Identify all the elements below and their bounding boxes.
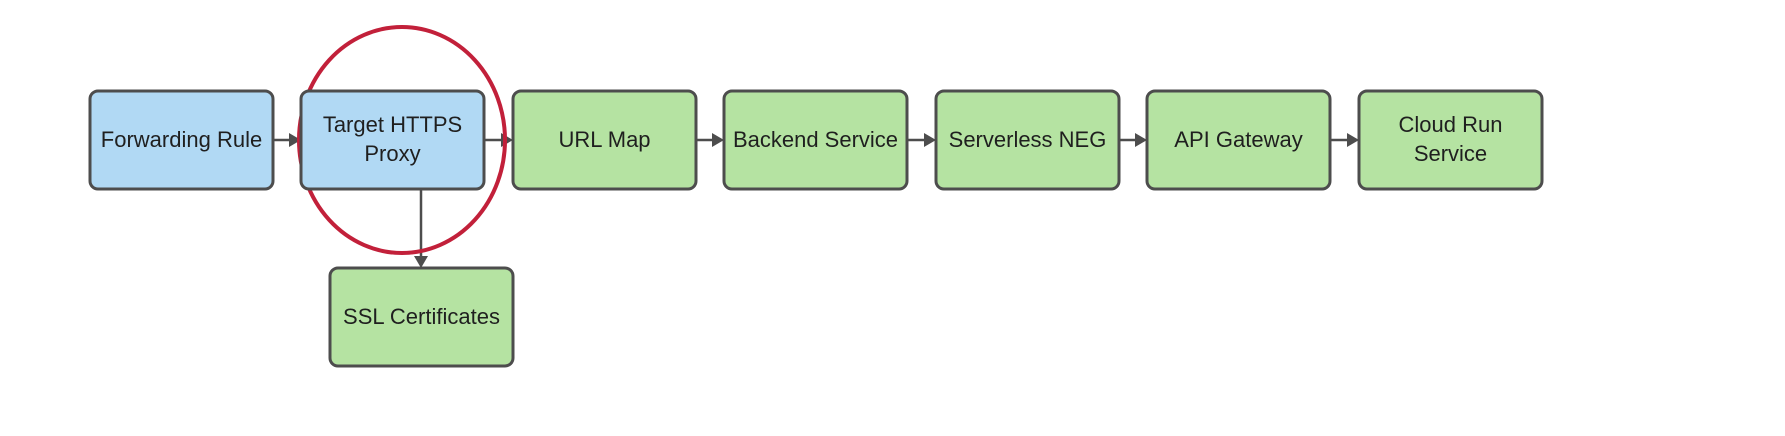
node-target-https-proxy-shape[interactable] [299, 89, 486, 191]
red-circle-annotation-icon [297, 25, 507, 255]
node-forwarding-rule[interactable]: Forwarding Rule [88, 89, 275, 191]
node-backend-service[interactable]: Backend Service [722, 89, 909, 191]
node-api-gateway-shape[interactable] [1145, 89, 1332, 191]
node-cloud-run-service-label-line1: Cloud Run [1399, 112, 1503, 137]
edges-layer [273, 133, 1359, 268]
node-cloud-run-service-shape[interactable] [1357, 89, 1544, 191]
node-api-gateway-label: API Gateway [1174, 127, 1302, 152]
node-url-map-label: URL Map [558, 127, 650, 152]
edge-serverless-neg-to-api-gateway [1119, 133, 1147, 147]
node-backend-service-shape[interactable] [722, 89, 909, 191]
node-api-gateway[interactable]: API Gateway [1145, 89, 1332, 191]
node-serverless-neg[interactable]: Serverless NEG [934, 89, 1121, 191]
node-cloud-run-service[interactable]: Cloud Run Service [1357, 89, 1544, 191]
node-url-map[interactable]: URL Map [511, 89, 698, 191]
edge-target-https-proxy-to-url-map [484, 133, 513, 147]
node-serverless-neg-label: Serverless NEG [949, 127, 1107, 152]
node-ssl-certificates[interactable]: SSL Certificates [328, 266, 515, 368]
node-ssl-certificates-shape[interactable] [328, 266, 515, 368]
node-target-https-proxy-label-line2: Proxy [364, 141, 420, 166]
node-forwarding-rule-shape[interactable] [88, 89, 275, 191]
node-cloud-run-service-label-line2: Service [1414, 141, 1487, 166]
edge-target-https-proxy-to-ssl-certificates [414, 189, 428, 268]
highlight-target-https-proxy [297, 25, 507, 255]
node-forwarding-rule-label: Forwarding Rule [101, 127, 262, 152]
node-backend-service-label: Backend Service [733, 127, 898, 152]
node-url-map-shape[interactable] [511, 89, 698, 191]
edge-api-gateway-to-cloud-run-service [1330, 133, 1359, 147]
node-ssl-certificates-label: SSL Certificates [343, 304, 500, 329]
node-target-https-proxy-label-line1: Target HTTPS [323, 112, 462, 137]
edge-forwarding-rule-to-target-https-proxy [273, 133, 301, 147]
edge-url-map-to-backend-service [696, 133, 724, 147]
edge-backend-service-to-serverless-neg [907, 133, 936, 147]
nodes-layer: Forwarding Rule Target HTTPS Proxy URL M… [88, 89, 1544, 368]
node-serverless-neg-shape[interactable] [934, 89, 1121, 191]
node-target-https-proxy[interactable]: Target HTTPS Proxy [299, 89, 486, 191]
